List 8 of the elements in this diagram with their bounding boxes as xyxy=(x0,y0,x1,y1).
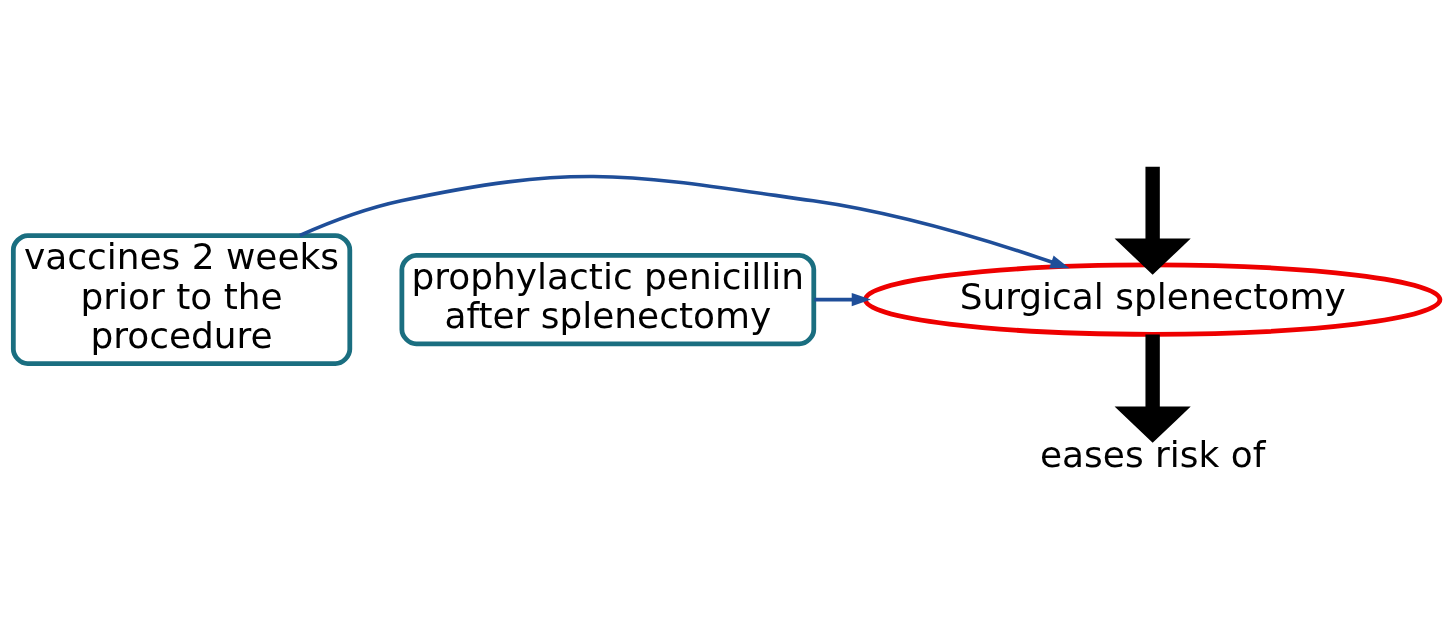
arrow xyxy=(1114,166,1191,275)
arrow xyxy=(299,174,1070,269)
node-box: vaccines 2 weeks prior to the procedure xyxy=(10,233,353,367)
node-box: prophylactic penicillin after splenectomy xyxy=(399,252,817,347)
node-ellipse: Surgical splenectomy xyxy=(862,262,1443,337)
arrow xyxy=(814,292,871,307)
arrow xyxy=(1114,334,1191,443)
node-text: eases risk of xyxy=(1040,433,1266,475)
